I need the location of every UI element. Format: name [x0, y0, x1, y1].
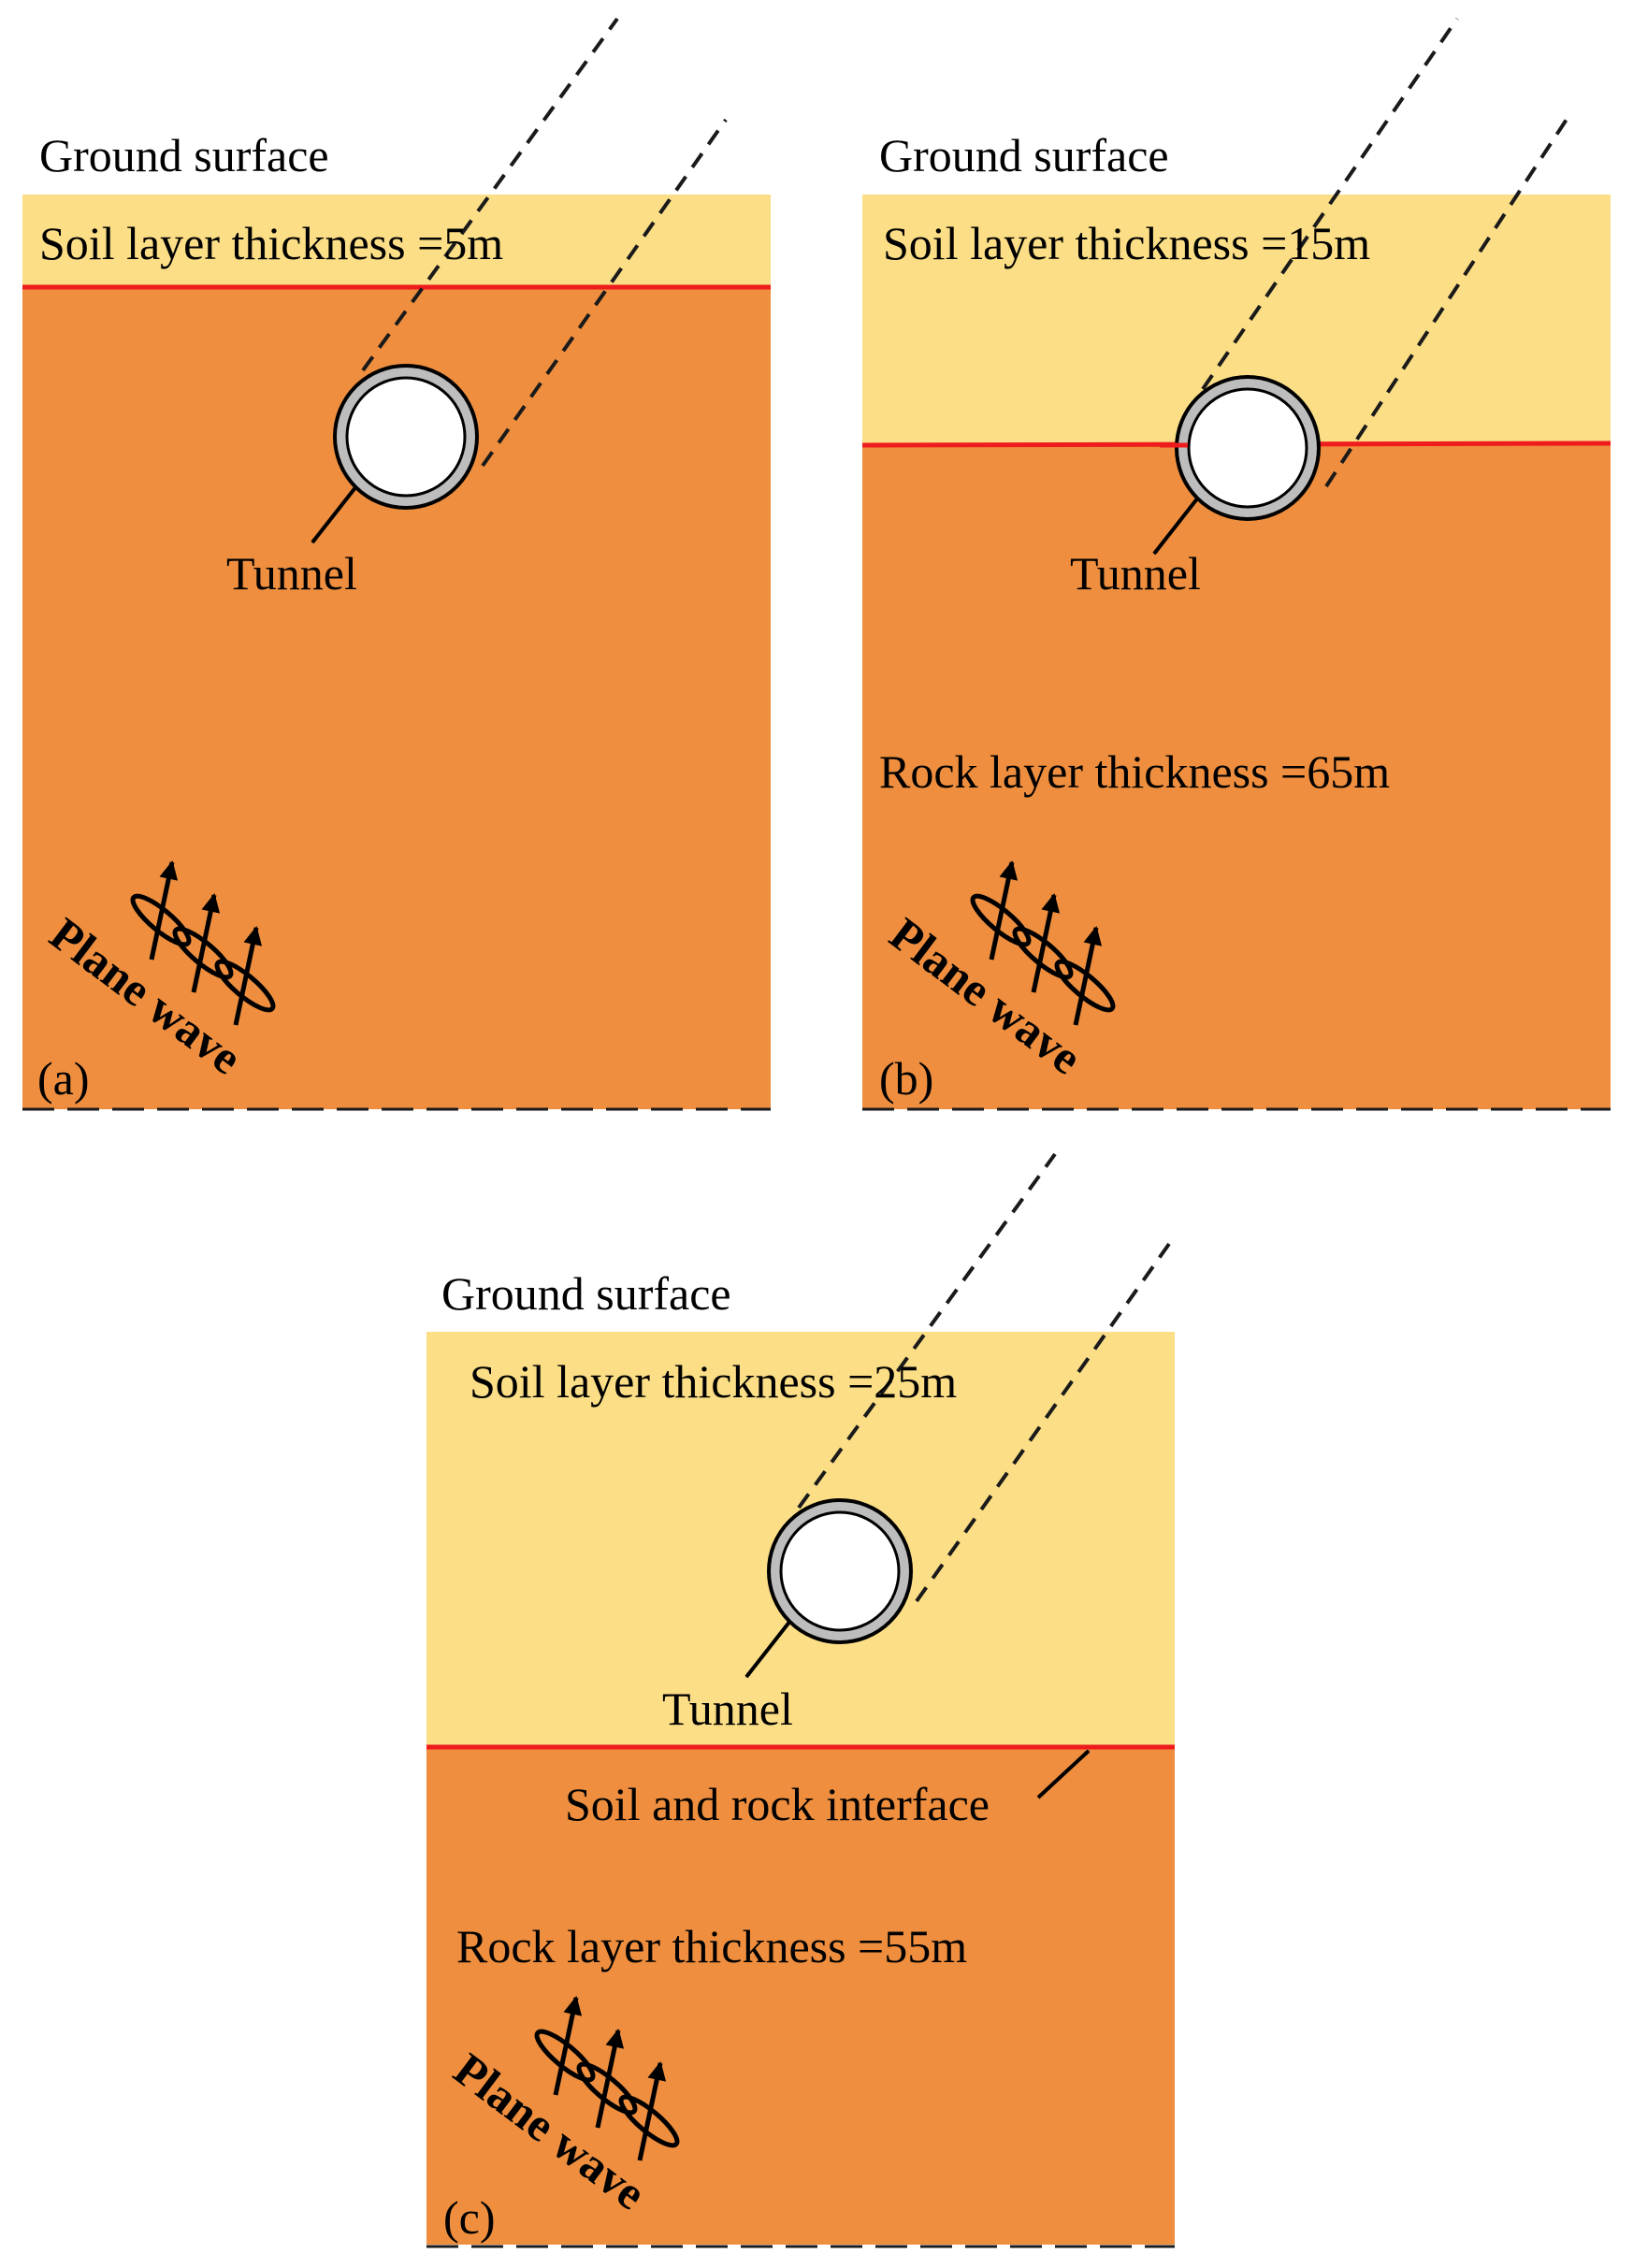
tunnel-label: Tunnel	[662, 1683, 793, 1735]
rock-thickness-label: Rock layer thickness =55m	[456, 1920, 967, 1972]
tunnel	[767, 1498, 913, 1644]
wave-ray-1	[361, 17, 619, 372]
panel-label-b: (b)	[879, 1052, 933, 1105]
tunnel	[333, 364, 479, 510]
panel-label-a: (a)	[37, 1052, 90, 1105]
interface-pointer-arrow	[1036, 1749, 1091, 1799]
panel-c: Ground surface Soil layer thickness =25m…	[426, 1152, 1175, 2248]
wave-ray-2	[915, 1242, 1171, 1603]
soil-thickness-label: Soil layer thickness =25m	[470, 1355, 957, 1408]
tunnel-opening	[1187, 387, 1308, 509]
interface-label: Soil and rock interface	[565, 1778, 990, 1830]
wave-ray-1	[1201, 17, 1459, 391]
tunnel-arrow	[744, 1619, 792, 1679]
rock-thickness-label: Rock layer thickness =65m	[879, 745, 1390, 798]
tunnel-arrow	[1152, 496, 1200, 556]
soil-layer	[22, 195, 771, 288]
panel-a: Ground surface Soil layer thickness =5m …	[22, 17, 771, 1111]
ground-surface-label: Ground surface	[879, 129, 1169, 181]
tunnel	[1175, 375, 1321, 521]
soil-thickness-label: Soil layer thickness =15m	[883, 217, 1370, 269]
tunnel-label: Tunnel	[1070, 547, 1201, 600]
ground-surface-label: Ground surface	[441, 1267, 731, 1320]
wave-ray-2	[481, 118, 728, 468]
ground-surface-label: Ground surface	[39, 129, 329, 181]
rock-layer	[426, 1745, 1175, 2245]
tunnel-arrow	[311, 484, 358, 544]
tunnel-opening	[345, 376, 467, 498]
tunnel-opening	[779, 1510, 901, 1632]
tunnel-label: Tunnel	[226, 547, 357, 600]
soil-thickness-label: Soil layer thickness =5m	[39, 217, 503, 269]
panel-label-c: (c)	[443, 2191, 496, 2244]
wave-ray-1	[797, 1152, 1057, 1510]
wave-ray-2	[1324, 110, 1573, 488]
rock-layer	[862, 443, 1611, 1109]
panel-b: Ground surface Soil layer thickness =15m…	[861, 17, 1611, 1111]
